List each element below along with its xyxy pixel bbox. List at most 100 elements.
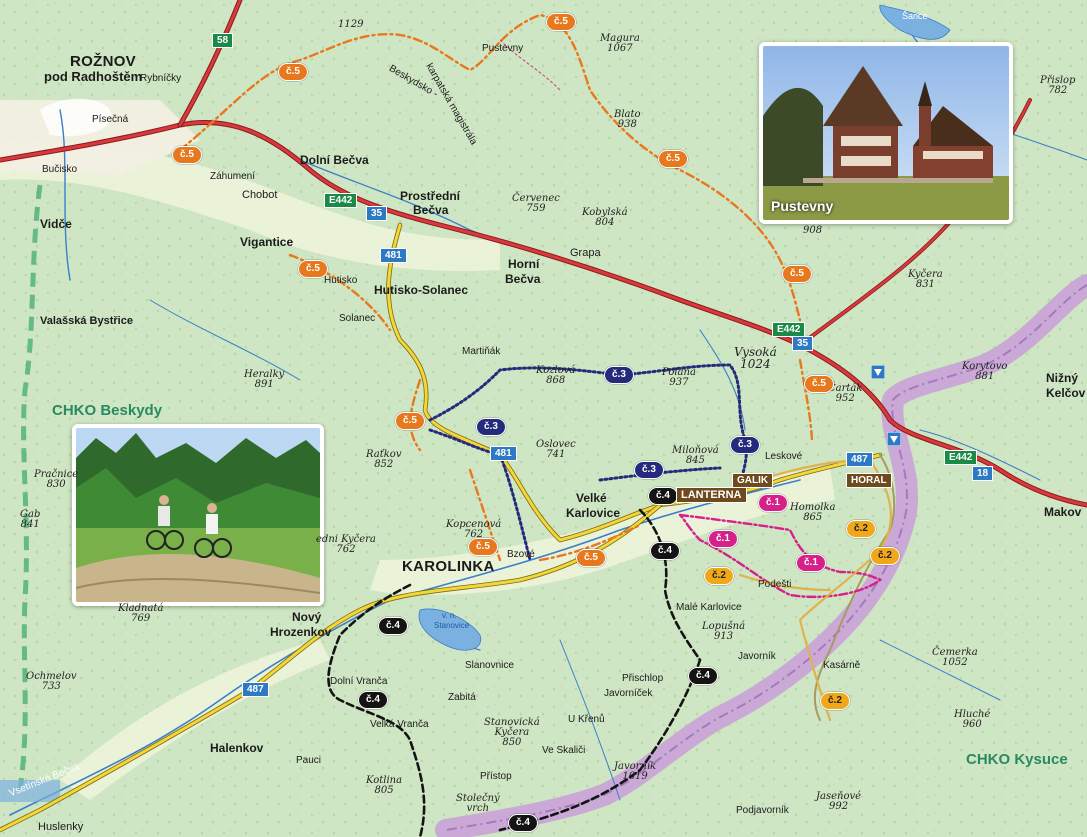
- peak-name: edni Kyčera: [316, 534, 376, 545]
- route-4-marker[interactable]: č.4: [650, 542, 680, 560]
- place-galik[interactable]: GALIK: [732, 473, 774, 488]
- road-481-shield: 481: [380, 248, 407, 263]
- village-velka-vranca: Velká Vranča: [370, 719, 429, 730]
- peak-name: Červenec: [512, 193, 560, 204]
- road-487-shield: 487: [846, 452, 873, 467]
- peak-elevation: 782: [1048, 85, 1068, 96]
- town-novy-hrozenkov-2: Hrozenkov: [270, 625, 332, 639]
- town-karolinka: KAROLINKA: [402, 558, 495, 575]
- peak-elevation: 759: [526, 203, 546, 214]
- route-4-marker[interactable]: č.4: [358, 691, 388, 709]
- village-podjavornik: Podjavorník: [736, 805, 789, 816]
- village-martinak: Martiňák: [462, 346, 501, 357]
- road-e442-shield: E442: [324, 193, 358, 208]
- peak-name: Stolečný: [456, 793, 500, 804]
- route-3-marker[interactable]: č.3: [730, 436, 760, 454]
- route-2-marker[interactable]: č.2: [704, 567, 734, 585]
- route-5-marker[interactable]: č.5: [782, 265, 812, 283]
- route-4-marker[interactable]: č.4: [508, 814, 538, 832]
- peak-elevation: 850: [502, 737, 522, 748]
- town-horni-becva-2: Bečva: [505, 272, 541, 286]
- route-5-marker[interactable]: č.5: [546, 13, 576, 31]
- route-1-marker[interactable]: č.1: [708, 530, 738, 548]
- town-nizny-kelcov-2: Kelčov: [1046, 386, 1086, 400]
- route-4-marker[interactable]: č.4: [648, 487, 678, 505]
- town-prostredni-becva-1: Prostřední: [400, 189, 461, 203]
- route-1-marker[interactable]: č.1: [758, 494, 788, 512]
- place-lanterna[interactable]: LANTERNA: [676, 487, 747, 503]
- peak-name: Korytovo: [962, 361, 1008, 372]
- route-5-marker[interactable]: č.5: [468, 538, 498, 556]
- village-dolni-vranca: Dolní Vranča: [330, 676, 388, 687]
- peak-elevation: 831: [915, 279, 935, 290]
- peak-elevation: 741: [546, 449, 566, 460]
- village-javornik: Javorník: [738, 651, 776, 662]
- town-roznov: ROŽNOV: [70, 53, 136, 70]
- peak-name: Čemerka: [932, 647, 978, 658]
- peak-name: Vysoká: [734, 345, 777, 359]
- village-pristop: Přístop: [480, 771, 512, 782]
- peak-name: Heralky: [244, 369, 285, 380]
- peak-name: Přislop: [1040, 75, 1076, 86]
- route-2-marker[interactable]: č.2: [820, 692, 850, 710]
- reservoir-label-2: Stanovice: [434, 621, 470, 630]
- route-3-marker[interactable]: č.3: [634, 461, 664, 479]
- peak-elevation: 1129: [338, 19, 364, 30]
- route-3-marker[interactable]: č.3: [476, 418, 506, 436]
- route-4-marker[interactable]: č.4: [688, 667, 718, 685]
- peak-elevation: 937: [669, 377, 689, 388]
- peak-name: Oslovec: [536, 439, 576, 450]
- route-5-marker[interactable]: č.5: [804, 375, 834, 393]
- village-pisecna: Písečná: [92, 114, 129, 125]
- cyclists-photo-image: [76, 428, 320, 602]
- place-horal[interactable]: HORAL: [846, 473, 892, 488]
- town-dolni-becva: Dolní Bečva: [300, 153, 369, 167]
- peak-elevation: 1019: [622, 771, 648, 782]
- town-roznov-sub: pod Radhoštěm: [44, 69, 143, 84]
- chko-beskydy-label: CHKO Beskydy: [52, 402, 163, 419]
- village-pustevny: Pustevny: [482, 43, 524, 54]
- peak-elevation: 1052: [942, 657, 968, 668]
- village-sance: Šance: [902, 11, 928, 21]
- peak-elevation: 830: [46, 479, 66, 490]
- route-5-marker[interactable]: č.5: [658, 150, 688, 168]
- village-rybnicky: Rybníčky: [140, 73, 182, 84]
- route-4-marker[interactable]: č.4: [378, 617, 408, 635]
- peak-elevation: 960: [962, 719, 982, 730]
- road-e442-shield-2: E442: [772, 322, 806, 337]
- town-valasska-bystrice: Valašská Bystřice: [40, 315, 133, 327]
- peak-elevation: 845: [685, 455, 705, 466]
- peak-elevation: 762: [464, 529, 484, 540]
- road-35-shield-2: 35: [792, 336, 814, 351]
- route-2-marker[interactable]: č.2: [846, 520, 876, 538]
- road-487-shield-2: 487: [242, 682, 269, 697]
- route-1-marker[interactable]: č.1: [796, 554, 826, 572]
- peak-name: Kyčera: [494, 727, 530, 738]
- village-bzove: Bzové: [507, 549, 535, 560]
- pustevny-photo: Pustevny: [759, 42, 1013, 224]
- road-35-shield: 35: [366, 206, 388, 221]
- village-prischlop: Přischlop: [622, 673, 664, 684]
- route-5-marker[interactable]: č.5: [172, 146, 202, 164]
- peak-elevation: 868: [546, 375, 566, 386]
- route-5-marker[interactable]: č.5: [298, 260, 328, 278]
- peak-elevation: 762: [336, 544, 356, 555]
- route-5-marker[interactable]: č.5: [395, 412, 425, 430]
- route-5-marker[interactable]: č.5: [576, 549, 606, 567]
- route-3-marker[interactable]: č.3: [604, 366, 634, 384]
- route-2-marker[interactable]: č.2: [870, 547, 900, 565]
- village-slanovnice: Slanovnice: [465, 660, 514, 671]
- route-5-marker[interactable]: č.5: [278, 63, 308, 81]
